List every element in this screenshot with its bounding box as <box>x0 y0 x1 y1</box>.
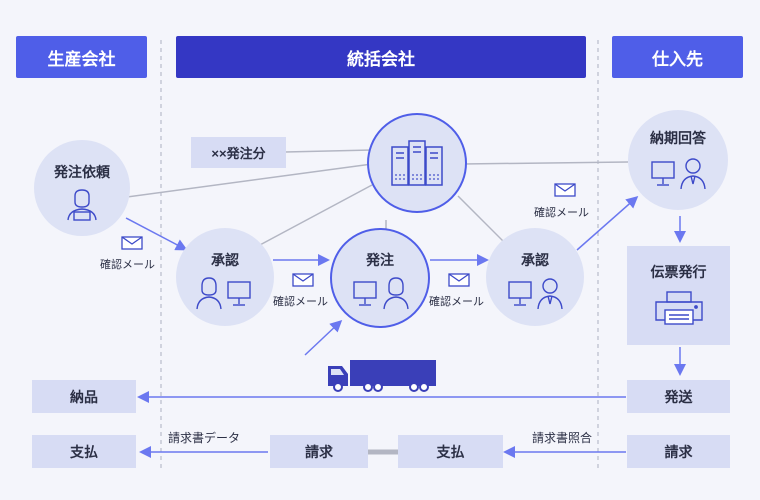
production-company-label: 生産会社 <box>47 49 116 69</box>
payment-left-box: 支払 <box>32 435 136 468</box>
receive-goods-box: 納品 <box>32 380 136 413</box>
printer-icon <box>655 291 703 325</box>
holding-company-label: 統括会社 <box>347 49 415 69</box>
mail-icon <box>121 236 143 250</box>
supplier-header: 仕入先 <box>612 36 743 78</box>
monitor-staff-icon <box>651 158 706 190</box>
shipping-label: 発送 <box>664 388 693 405</box>
payment-center-box: 支払 <box>398 435 503 468</box>
confirmation-mail-label-1: 確認メール <box>100 259 155 271</box>
voucher-issue-box: 伝票発行 <box>627 246 730 345</box>
supplier-label: 仕入先 <box>652 49 703 69</box>
production-company-header: 生産会社 <box>16 36 147 78</box>
billing-right-label: 請求 <box>664 443 693 460</box>
delivery-reply-label: 納期回答 <box>650 130 706 146</box>
person-laptop-icon <box>67 189 97 221</box>
invoice-matching-label: 請求書照合 <box>532 431 593 445</box>
mail-icon <box>448 273 470 287</box>
truck-icon <box>328 360 436 392</box>
approval-right-node: 承認 <box>486 228 584 326</box>
order-request-node: 発注依頼 <box>34 140 130 236</box>
shipping-box: 発送 <box>627 380 730 413</box>
mail-icon <box>292 273 314 287</box>
invoice-data-label: 請求書データ <box>168 431 241 445</box>
monitor-person-icon <box>353 277 409 310</box>
monitor-manager-icon <box>508 278 563 310</box>
approval-left-label: 承認 <box>211 252 239 268</box>
billing-center-box: 請求 <box>270 435 368 468</box>
billing-right-box: 請求 <box>627 435 730 468</box>
order-request-label: 発注依頼 <box>54 164 110 180</box>
payment-left-label: 支払 <box>70 443 98 460</box>
order-node: 発注 <box>330 228 430 328</box>
holding-company-header: 統括会社 <box>176 36 586 78</box>
billing-center-label: 請求 <box>305 443 333 460</box>
server-icon <box>391 140 443 186</box>
order-batch-tag: ××発注分 <box>191 137 286 168</box>
central-server-node <box>367 113 467 213</box>
confirmation-mail-label-4: 確認メール <box>534 207 589 219</box>
receive-goods-label: 納品 <box>70 388 98 405</box>
person-monitor-icon <box>196 277 251 310</box>
confirmation-mail-label-2: 確認メール <box>273 296 328 308</box>
flow-arrows <box>125 196 686 458</box>
approval-left-node: 承認 <box>176 228 274 326</box>
order-label: 発注 <box>366 252 394 268</box>
payment-center-label: 支払 <box>436 443 465 460</box>
mail-icon <box>554 183 576 197</box>
voucher-issue-label: 伝票発行 <box>650 264 707 280</box>
confirmation-mail-label-3: 確認メール <box>429 296 484 308</box>
approval-right-label: 承認 <box>521 252 549 268</box>
order-batch-label: ××発注分 <box>211 146 266 161</box>
delivery-reply-node: 納期回答 <box>628 110 728 210</box>
